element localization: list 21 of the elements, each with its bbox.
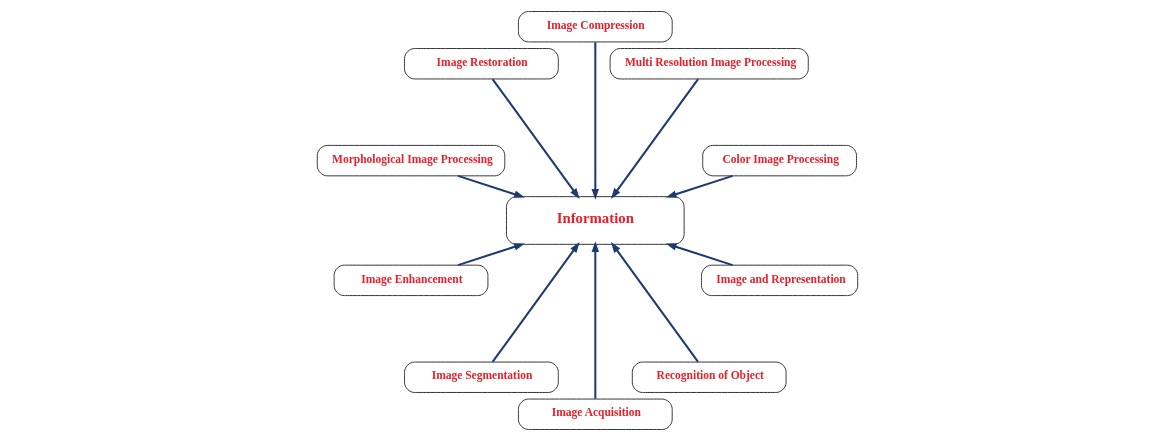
node-box: Image Restoration <box>404 48 559 80</box>
arrow <box>491 78 580 199</box>
node-box: Multi Resolution Image Processing <box>609 48 809 80</box>
node-box: Image Acquisition <box>517 398 673 430</box>
arrow <box>665 174 733 198</box>
node-box: Morphological Image Processing <box>316 144 506 177</box>
node-box: Color Image Processing <box>702 144 857 177</box>
node-box: Image Compression <box>517 11 673 43</box>
node-box: Information <box>506 196 685 245</box>
arrow <box>491 242 580 363</box>
node-box: Image and Representation <box>701 264 859 297</box>
node-box: Recognition of Object <box>631 361 787 393</box>
node-box: Image Segmentation <box>404 361 559 393</box>
arrow <box>610 242 699 363</box>
arrow <box>457 243 525 267</box>
arrow <box>591 42 600 200</box>
arrow <box>665 243 733 267</box>
arrow <box>457 174 525 198</box>
node-box: Image Enhancement <box>333 264 489 297</box>
arrow <box>610 78 699 199</box>
arrow <box>591 241 600 399</box>
